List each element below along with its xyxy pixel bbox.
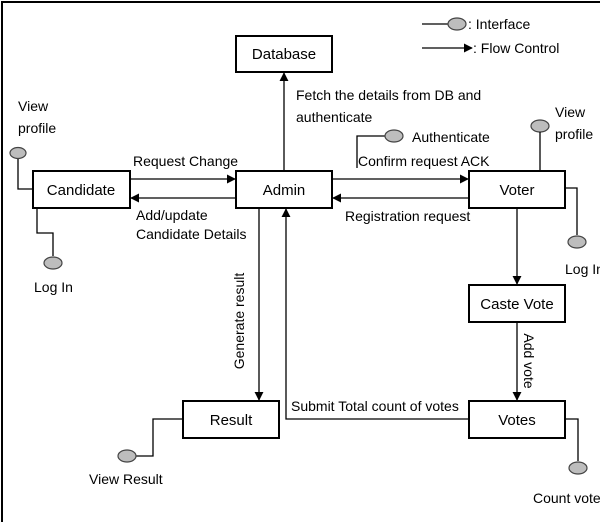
generate-result-label: Generate result (231, 273, 247, 370)
admin-node: Admin (235, 170, 333, 209)
voter-label: Voter (499, 182, 534, 199)
voter-login-line (565, 187, 578, 235)
view-result-line (136, 418, 183, 457)
votes-label: Votes (498, 412, 536, 429)
legend-interface-knob-icon (447, 17, 467, 31)
database-label: Database (252, 46, 316, 63)
result-node: Result (182, 400, 280, 439)
candidate-view-profile-knob-icon (9, 146, 27, 160)
voter-view-profile-label-line2: profile (555, 126, 593, 142)
candidate-login-knob-icon (43, 256, 63, 270)
candidate-node: Candidate (32, 170, 131, 209)
count-votes-knob-icon (568, 461, 588, 475)
voter-node: Voter (468, 170, 566, 209)
candidate-view-profile-line (17, 159, 33, 190)
add-vote-label: Add vote (521, 333, 537, 388)
candidate-login-label: Log In (34, 279, 73, 295)
legend-flow-control-label: : Flow Control (473, 40, 559, 56)
caste-vote-label: Caste Vote (480, 296, 553, 313)
view-result-knob-icon (117, 449, 137, 463)
legend-interface-label: : Interface (468, 16, 530, 32)
candidate-label: Candidate (47, 182, 115, 199)
candidate-login-line (36, 208, 54, 256)
request-change-label: Request Change (133, 153, 238, 169)
caste-vote-node: Caste Vote (468, 284, 566, 323)
candidate-view-profile-label-line1: View (18, 98, 49, 114)
admin-label: Admin (263, 182, 306, 199)
voter-login-label: Log In (565, 261, 600, 277)
count-votes-label: Count votes (533, 490, 600, 506)
fetch-details-label-line2: authenticate (296, 109, 372, 125)
registration-request-label: Registration request (345, 208, 470, 224)
authenticate-label: Authenticate (412, 129, 490, 145)
fetch-details-label-line1: Fetch the details from DB and (296, 87, 481, 103)
count-votes-line (565, 418, 579, 461)
votes-node: Votes (468, 400, 566, 439)
result-label: Result (210, 412, 253, 429)
confirm-request-ack-label: Confirm request ACK (358, 153, 490, 169)
view-result-label: View Result (89, 471, 163, 487)
legend: : Interface : Flow Control (422, 16, 559, 56)
submit-total-count-label: Submit Total count of votes (291, 398, 459, 414)
voter-view-profile-knob-icon (530, 119, 550, 133)
voter-login-knob-icon (567, 235, 587, 249)
add-update-label-line2: Candidate Details (136, 226, 247, 242)
authenticate-interface-knob-icon (384, 129, 404, 143)
authenticate-interface-line (356, 135, 385, 168)
candidate-view-profile-label-line2: profile (18, 120, 56, 136)
add-update-label-line1: Add/update (136, 207, 208, 223)
voter-view-profile-label-line1: View (555, 104, 586, 120)
edge-votes-to-admin (281, 208, 469, 420)
database-node: Database (235, 35, 333, 73)
